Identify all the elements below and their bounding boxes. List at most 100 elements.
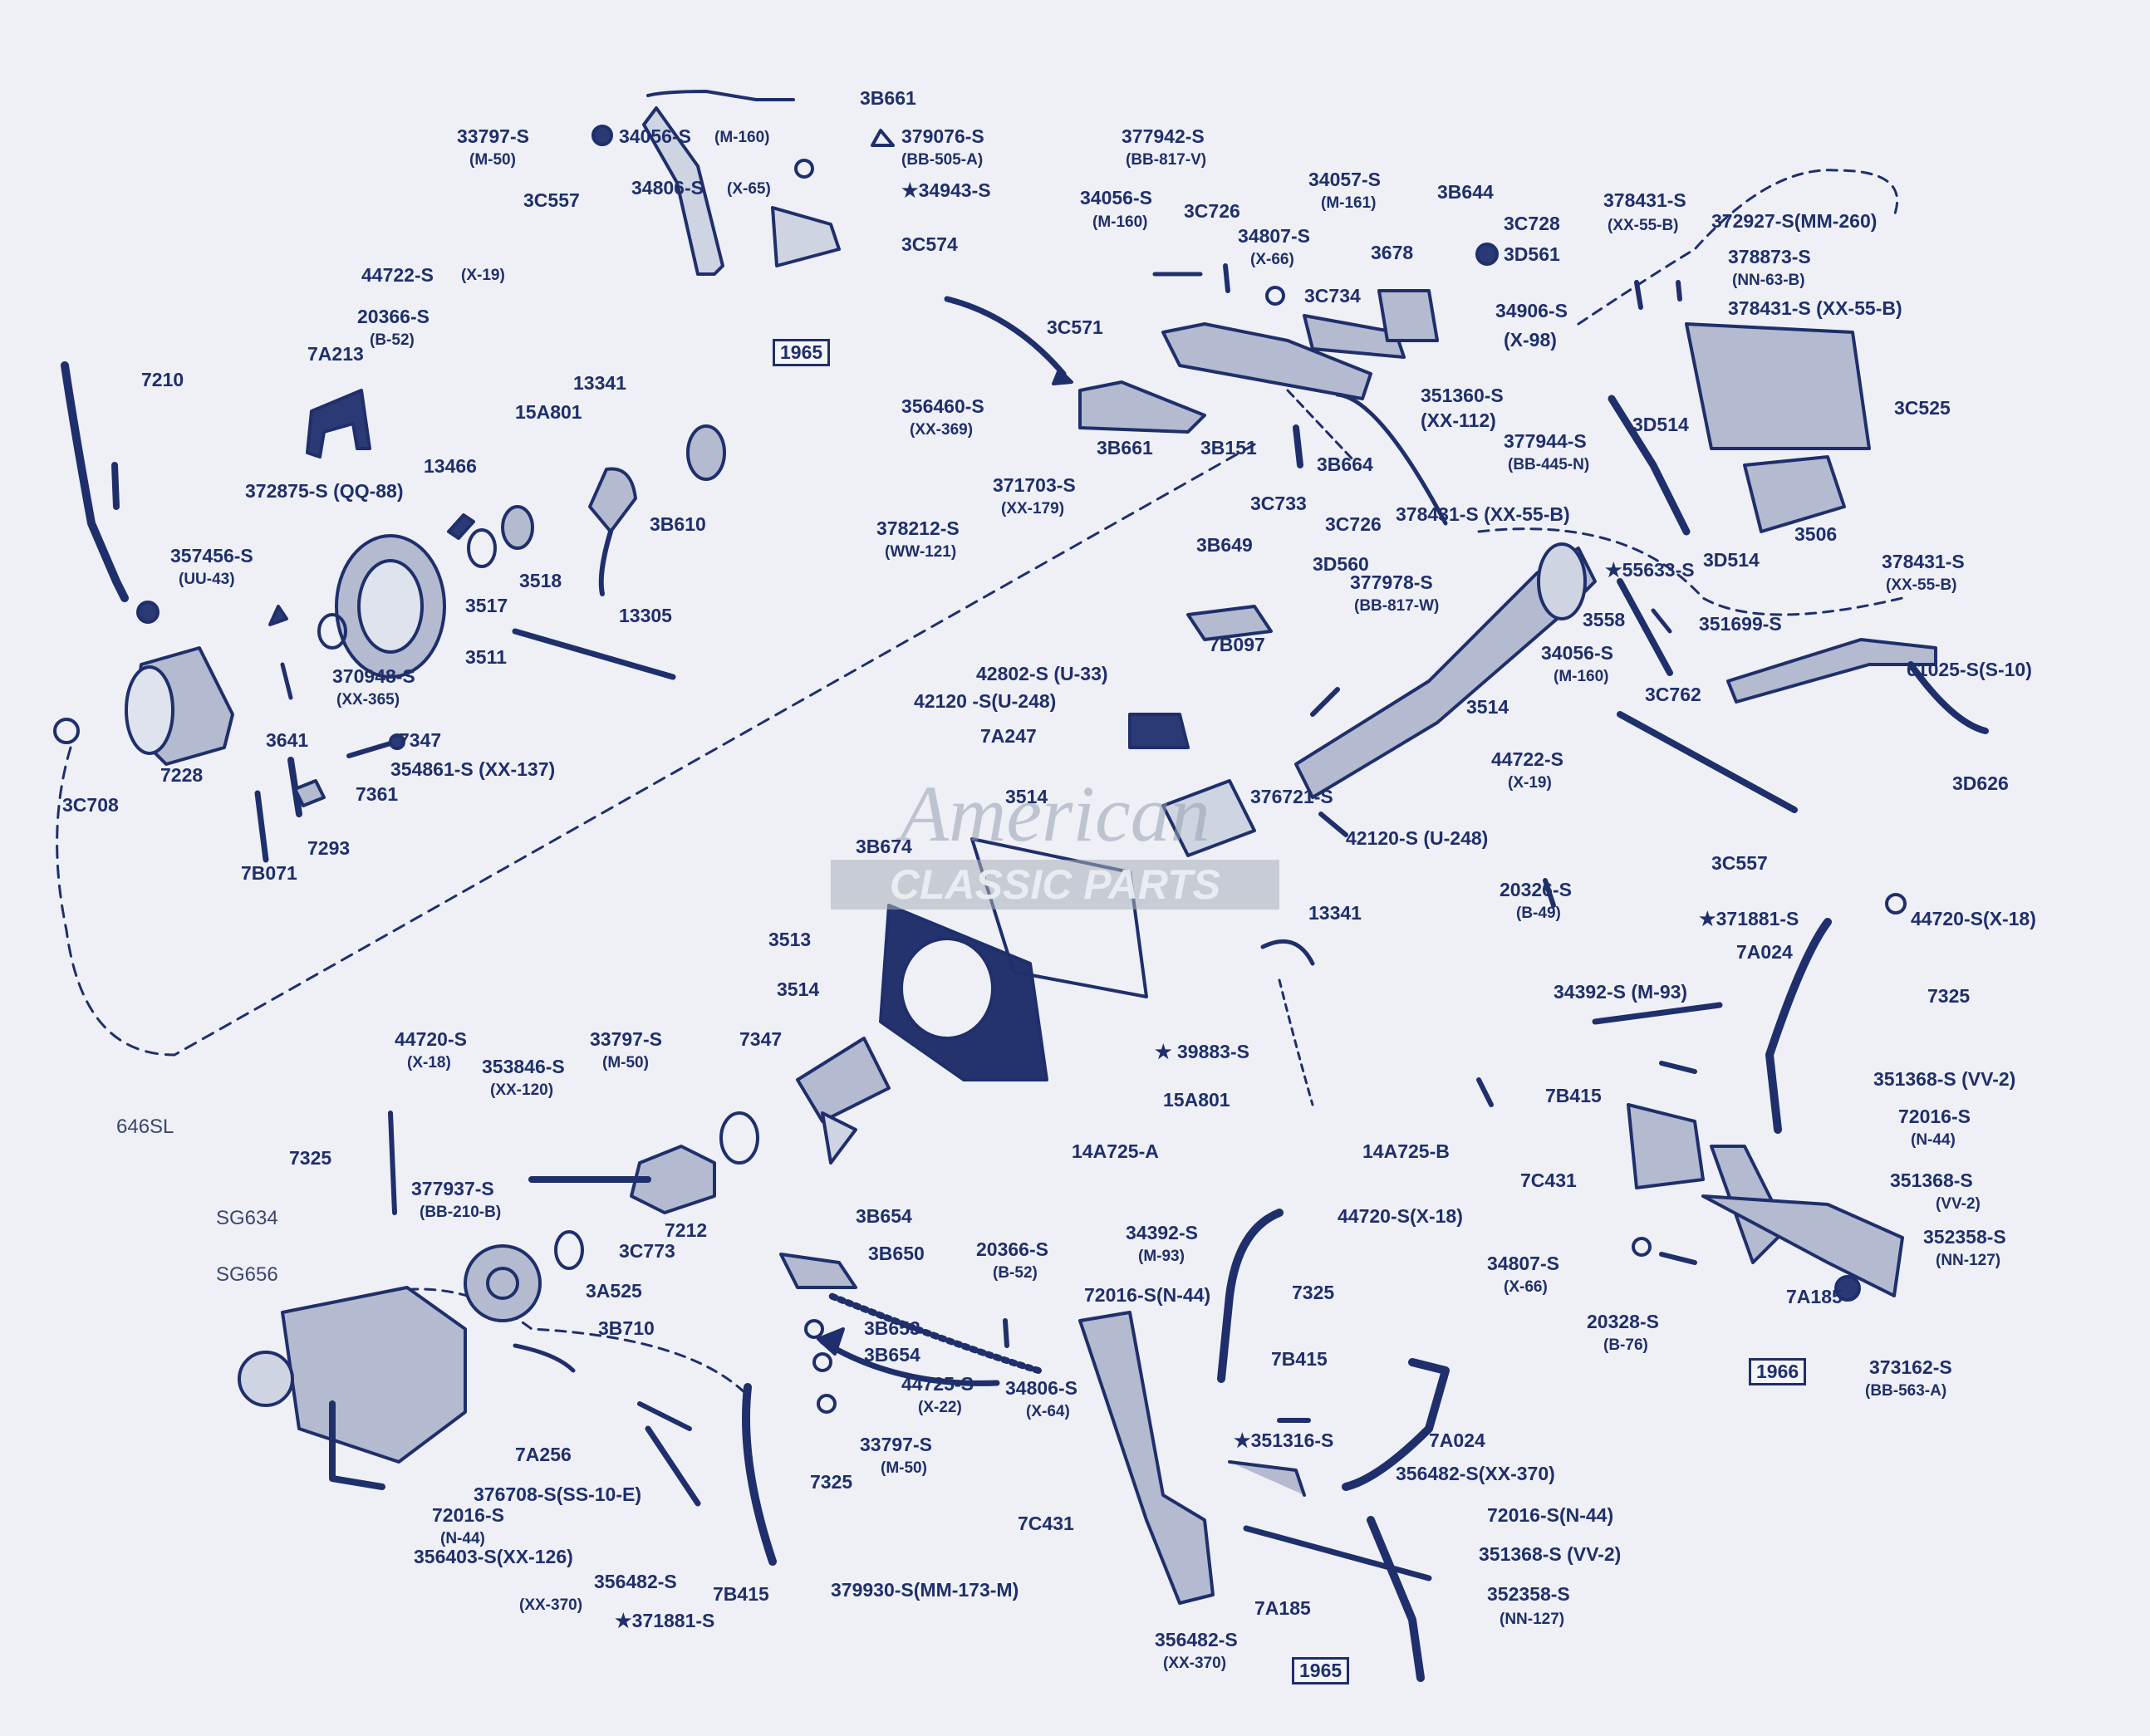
callout: 354861-S (XX-137) [390,758,556,780]
callout: 377942-S [1122,125,1205,147]
callout-spec: (X-19) [461,267,505,284]
callout: 351368-S [1890,1170,1973,1191]
callout: 3B654 [856,1205,912,1227]
callout: 44722-S [361,264,434,286]
callout: 44720-S [395,1028,467,1050]
callout: 3C734 [1304,285,1361,306]
callout: 44722-S [1491,748,1563,770]
callout: 7B097 [1209,634,1265,655]
callout: 34807-S [1238,225,1310,247]
callout: 3D514 [1703,549,1760,571]
callout: 34807-S [1487,1253,1559,1274]
callout: 376721-S [1250,786,1333,807]
callout: 356482-S [1155,1629,1238,1650]
callout: 7A247 [980,725,1037,747]
callout-spec: (X-19) [1508,774,1552,792]
callout: 377944-S [1504,430,1587,452]
callout: 14A725-B [1362,1140,1450,1162]
callout-spec: (X-65) [727,180,771,198]
callout: 379076-S [901,125,984,147]
callout: 7C431 [1520,1170,1577,1191]
callout-spec: (UU-43) [179,571,235,588]
watermark-brand: American [900,769,1210,858]
callout: 372875-S (QQ-88) [245,480,404,502]
callout: 13341 [573,372,626,394]
callout-spec: (B-49) [1516,905,1561,922]
callout: 34056-S [619,125,691,147]
callout: 3514 [1466,696,1509,718]
callout-spec: (M-50) [881,1459,927,1477]
callout: 3C557 [1711,852,1768,874]
callout-spec: (BB-817-W) [1354,597,1440,615]
callout: 34392-S (M-93) [1554,981,1688,1003]
callout: 378431-S [1603,189,1686,211]
callout-spec: (X-64) [1026,1403,1070,1420]
callout: 370948-S [332,665,415,687]
callout: 34057-S [1308,169,1381,190]
callout: 7A185 [1254,1597,1311,1619]
callout: 3D514 [1632,414,1689,435]
callout: 3C574 [901,233,958,255]
callout: 20326-S [1500,879,1572,900]
callout: 3C557 [523,189,580,211]
callout: 44725-S [901,1373,974,1395]
callout: 7212 [665,1219,708,1241]
callout: 3B654 [864,1344,920,1366]
callout: 356403-S(XX-126) [414,1546,573,1567]
year-badge-1966: 1966 [1749,1358,1807,1385]
callout: 3B664 [1317,454,1373,475]
callout: 3513 [768,929,812,950]
callout: 7B415 [1271,1348,1328,1370]
callout: 33797-S [860,1434,932,1455]
callout: 72016-S(N-44) [1487,1504,1614,1526]
callout-spec: (WW-121) [885,543,957,561]
callout-spec: (BB-210-B) [420,1204,502,1221]
callout: 13341 [1308,902,1362,924]
callout-spec: (X-22) [918,1399,962,1416]
callout: 3C733 [1250,493,1307,514]
callout: 357456-S [170,545,253,566]
callout: 7A024 [1736,941,1793,963]
callout: 3B710 [598,1317,655,1339]
callout-spec: (XX-369) [910,421,974,439]
callout-spec: (NN-127) [1500,1611,1565,1628]
callout: 378212-S [876,517,960,539]
callout: 356482-S [594,1571,677,1592]
callout: 7210 [141,369,184,390]
callout-spec: (M-160) [1092,213,1148,231]
callout: 3641 [266,729,309,751]
callout: 7325 [1927,985,1971,1007]
callout: 3B661 [860,87,916,109]
callout: 44720-S(X-18) [1338,1205,1463,1227]
callout: 3B653 [864,1317,920,1339]
callout-spec: (BB-445-N) [1508,456,1590,473]
callout: ★55633-S [1605,559,1695,581]
callout: 3D561 [1504,243,1560,265]
callout: 13466 [424,455,477,477]
callout: 15A801 [1163,1089,1230,1111]
callout-spec: (NN-63-B) [1732,272,1805,289]
callout: 72016-S [432,1504,504,1526]
callout-spec: (M-50) [469,151,516,169]
callout-spec: (B-52) [993,1264,1038,1282]
callout: 7B415 [1545,1085,1602,1106]
watermark: American CLASSIC PARTS [814,768,1296,959]
callout: 3B151 [1200,437,1257,459]
year-badge-1965: 1965 [773,339,831,366]
callout-spec: (M-160) [714,129,770,146]
callout: 3517 [465,595,508,616]
callout: 377937-S [411,1178,494,1199]
callout: 7325 [1292,1282,1335,1303]
callout: 351368-S (VV-2) [1479,1543,1622,1565]
callout: 7A213 [307,343,364,365]
callout: 3C726 [1184,200,1240,222]
callout: 72016-S(N-44) [1084,1284,1211,1306]
callout: 3C708 [62,794,119,816]
callout-spec: (X-66) [1504,1278,1548,1296]
callout: (XX-112) [1421,409,1496,431]
callout: 378873-S [1728,246,1811,267]
callout: 351699-S [1699,613,1782,635]
callout: 378431-S [1882,551,1965,572]
callout: ★ 39883-S [1155,1041,1249,1062]
